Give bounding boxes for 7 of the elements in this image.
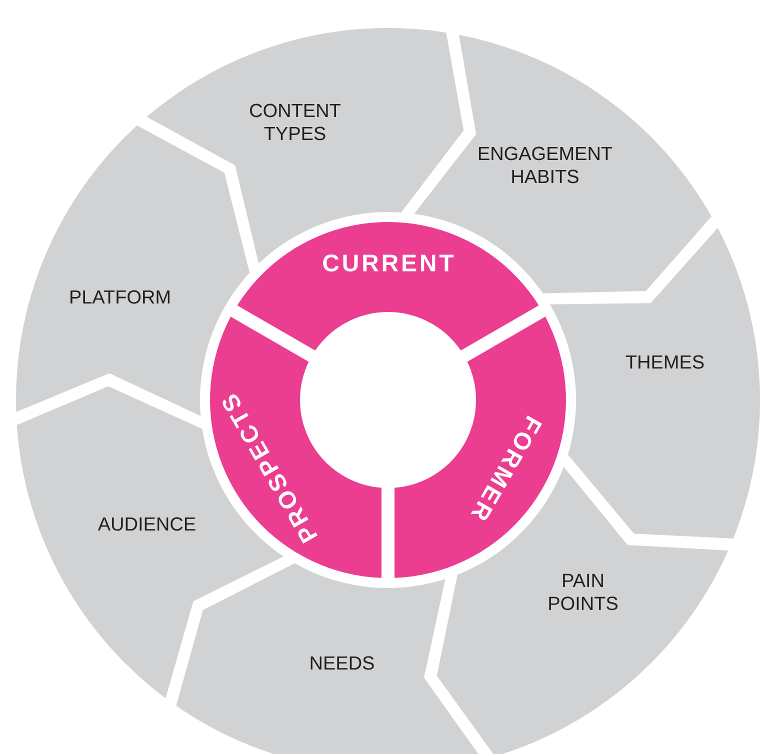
ring-segment: CURRENT	[237, 222, 539, 350]
node-label: CONTENT TYPES	[250, 104, 340, 140]
node-label: PLATFORM	[70, 290, 170, 304]
segment: THEMES	[550, 228, 760, 538]
node-label: ENGAGEMENT HABITS	[478, 146, 612, 184]
node-label: NEEDS	[310, 656, 374, 670]
node-label: THEMES	[626, 355, 704, 369]
